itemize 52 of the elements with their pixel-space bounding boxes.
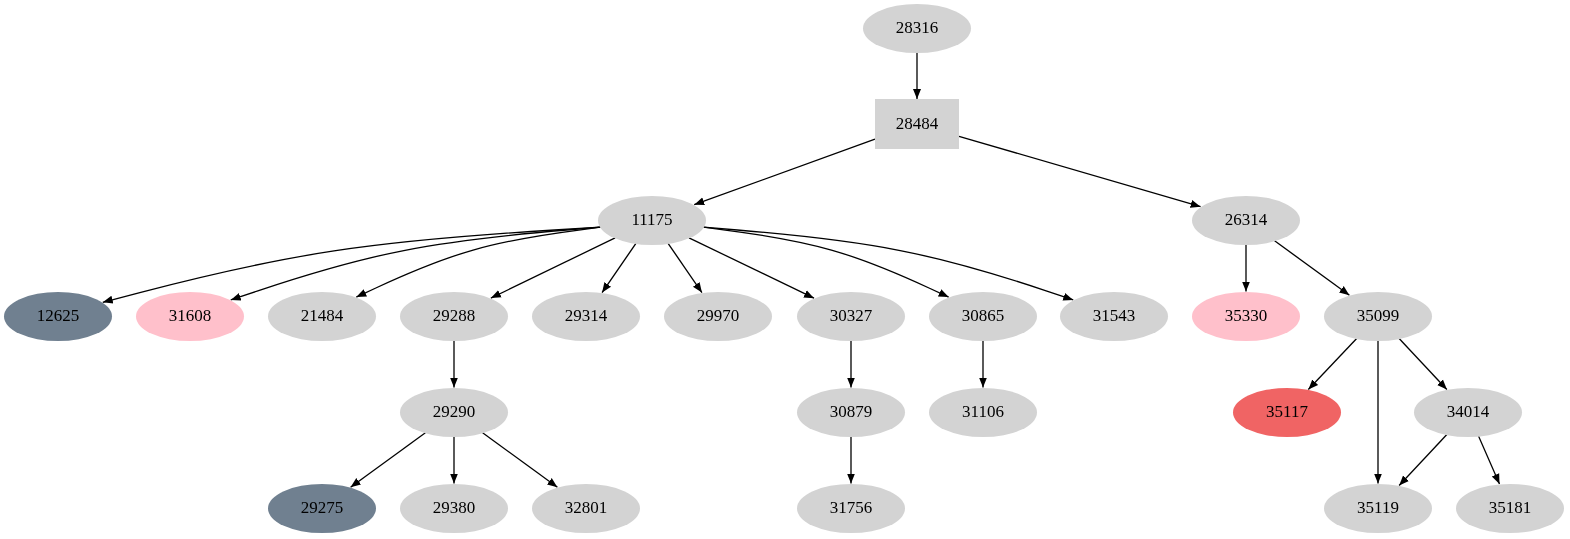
node-label: 29290: [432, 402, 476, 422]
arrow: [702, 226, 1074, 301]
node-label: 29380: [432, 498, 476, 518]
node-label: 30327: [829, 306, 873, 326]
arrow: [1242, 243, 1250, 293]
arrow: [667, 242, 703, 294]
node-label: 29314: [564, 306, 608, 326]
node-ellipse: [1060, 291, 1168, 341]
arrow: [450, 435, 458, 485]
node-label: 30865: [961, 306, 1005, 326]
arrow: [1374, 339, 1382, 485]
node-label: 31608: [168, 306, 212, 326]
node-label: 11175: [631, 210, 673, 230]
arrow: [847, 339, 855, 389]
arrow: [1398, 337, 1448, 391]
arrow: [693, 138, 876, 206]
arrow: [1477, 435, 1501, 485]
node-label: 30879: [829, 402, 873, 422]
arrow: [490, 237, 616, 299]
arrow: [958, 135, 1202, 208]
node-label: 35117: [1266, 402, 1308, 422]
node-label: 28484: [895, 114, 939, 134]
arrow: [481, 432, 559, 488]
node-label: 35119: [1357, 498, 1399, 518]
arrow: [1307, 337, 1358, 391]
node-label: 12625: [36, 306, 80, 326]
node-box: [875, 99, 959, 149]
node-label: 31756: [829, 498, 873, 518]
node-label: 29970: [696, 306, 740, 326]
arrow: [1398, 433, 1448, 487]
node-label: 26314: [1224, 210, 1268, 230]
node-label: 28316: [895, 18, 939, 38]
node-label: 21484: [300, 306, 344, 326]
arrow: [847, 435, 855, 485]
node-label: 35330: [1224, 306, 1268, 326]
arrow: [913, 51, 921, 100]
arrow: [450, 339, 458, 389]
arrow: [601, 242, 637, 294]
node-label: 35099: [1356, 306, 1400, 326]
node-label: 29275: [300, 498, 344, 518]
node-label: 34014: [1446, 402, 1490, 422]
arrow: [1273, 240, 1351, 296]
arrow: [979, 339, 987, 389]
node-label: 32801: [564, 498, 608, 518]
arrow: [349, 432, 427, 488]
node-label: 31543: [1092, 306, 1136, 326]
node-label: 35181: [1488, 498, 1532, 518]
node-label: 29288: [432, 306, 476, 326]
node-label: 31106: [962, 402, 1004, 422]
arrow: [688, 237, 815, 299]
node-ellipse: [136, 291, 244, 341]
arrow: [355, 226, 602, 298]
